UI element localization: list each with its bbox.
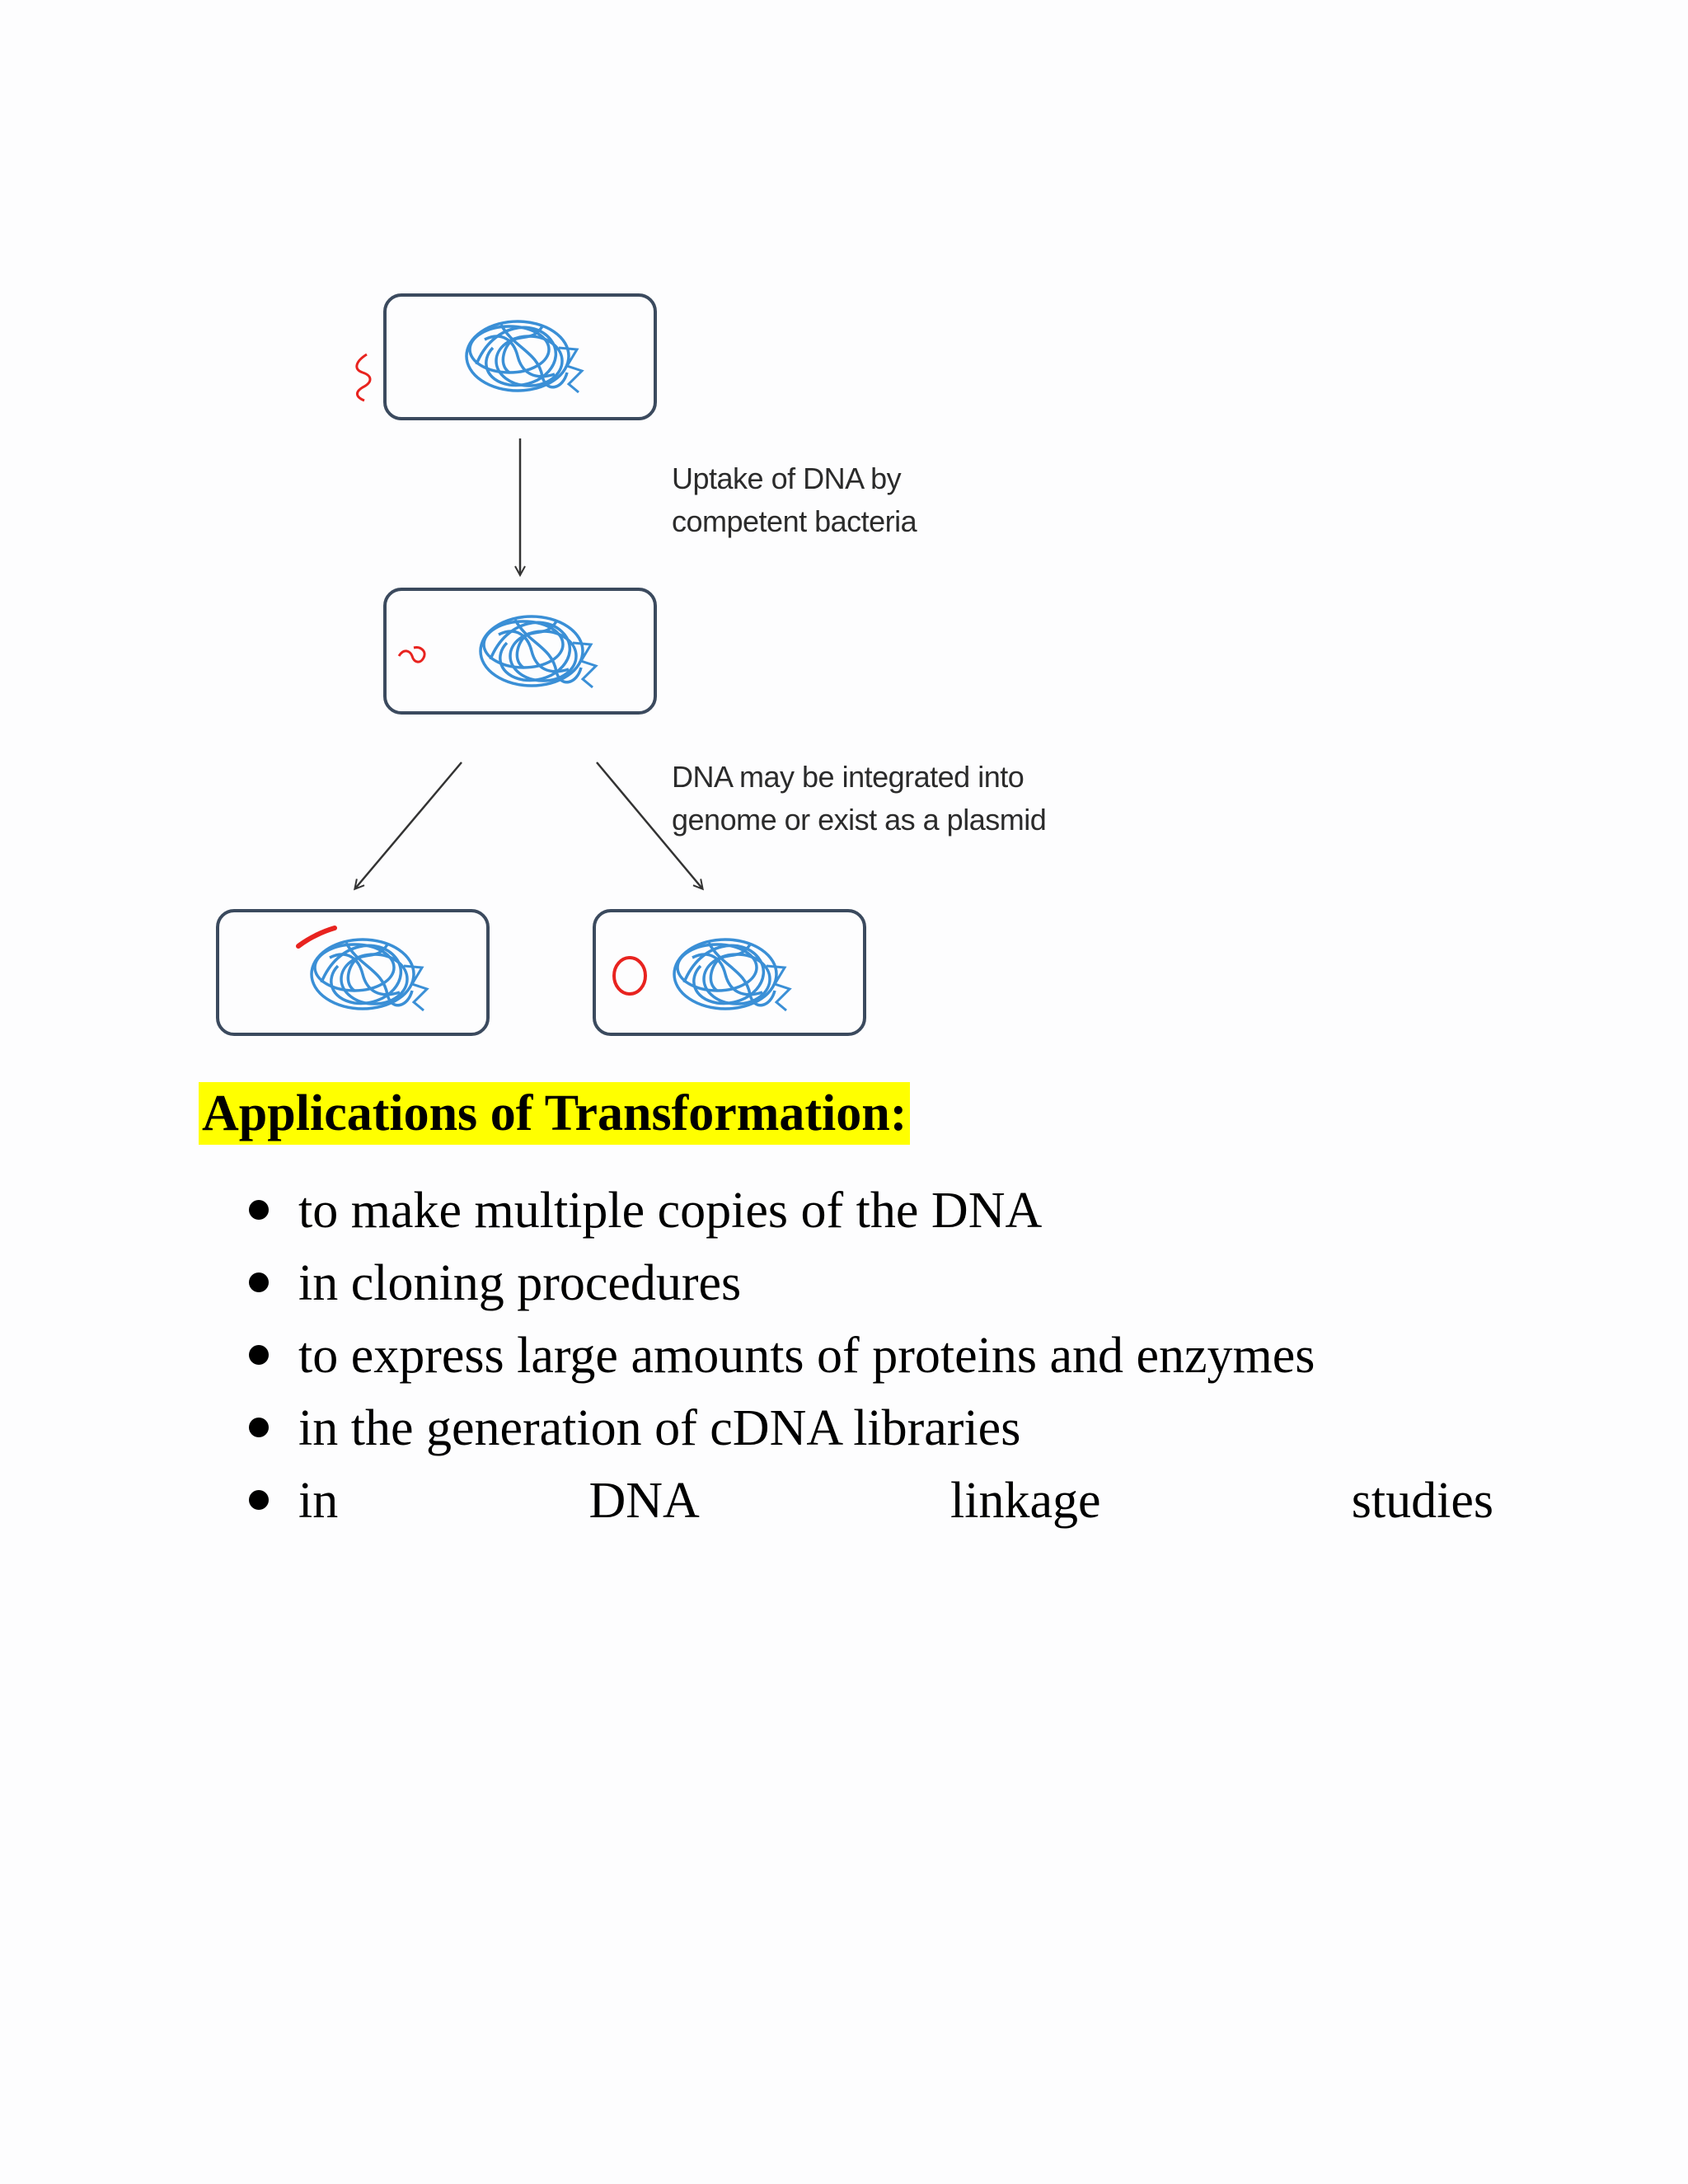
transformation-diagram: Uptake of DNA by competent bacteria DNA … xyxy=(0,0,1688,1071)
list-item-word: studies xyxy=(1352,1465,1493,1537)
list-item: in DNA linkage studies xyxy=(244,1465,1497,1537)
chromosome-icon xyxy=(674,940,790,1010)
list-item-word: in xyxy=(298,1465,338,1537)
bullet-icon xyxy=(249,1490,269,1510)
bacterial-cell-integrated xyxy=(218,911,488,1034)
bullet-icon xyxy=(249,1345,269,1365)
caption-uptake: Uptake of DNA by competent bacteria xyxy=(672,457,1084,543)
list-item-text-justified: in DNA linkage studies xyxy=(298,1465,1493,1537)
list-item: to make multiple copies of the DNA xyxy=(244,1174,1497,1247)
bullet-icon xyxy=(249,1272,269,1292)
list-item-word: linkage xyxy=(950,1465,1101,1537)
list-item-text: to make multiple copies of the DNA xyxy=(298,1183,1042,1239)
bacterial-cell-plasmid xyxy=(594,911,865,1034)
caption-integration: DNA may be integrated into genome or exi… xyxy=(672,756,1100,841)
arrow-left-branch-icon xyxy=(355,762,462,888)
list-item: in the generation of cDNA libraries xyxy=(244,1392,1497,1465)
bacterial-cell-after-uptake xyxy=(385,589,655,713)
chromosome-icon xyxy=(312,940,427,1010)
applications-list: to make multiple copies of the DNA in cl… xyxy=(244,1174,1497,1537)
bullet-icon xyxy=(249,1418,269,1437)
list-item-text: in cloning procedures xyxy=(298,1255,741,1311)
foreign-dna-fragment-icon xyxy=(357,354,370,401)
list-item-word: DNA xyxy=(588,1465,699,1537)
plasmid-icon xyxy=(614,958,645,994)
list-item-text: in the generation of cDNA libraries xyxy=(298,1400,1020,1456)
foreign-dna-inside-icon xyxy=(399,648,424,662)
bacterial-cell-before xyxy=(385,295,655,419)
list-item-text: to express large amounts of proteins and… xyxy=(298,1328,1315,1384)
section-heading: Applications of Transformation: xyxy=(199,1082,910,1145)
bullet-icon xyxy=(249,1200,269,1220)
integrated-dna-segment-icon xyxy=(298,928,335,946)
list-item: to express large amounts of proteins and… xyxy=(244,1319,1497,1392)
chromosome-icon xyxy=(481,616,596,687)
chromosome-icon xyxy=(467,321,582,392)
list-item: in cloning procedures xyxy=(244,1247,1497,1319)
